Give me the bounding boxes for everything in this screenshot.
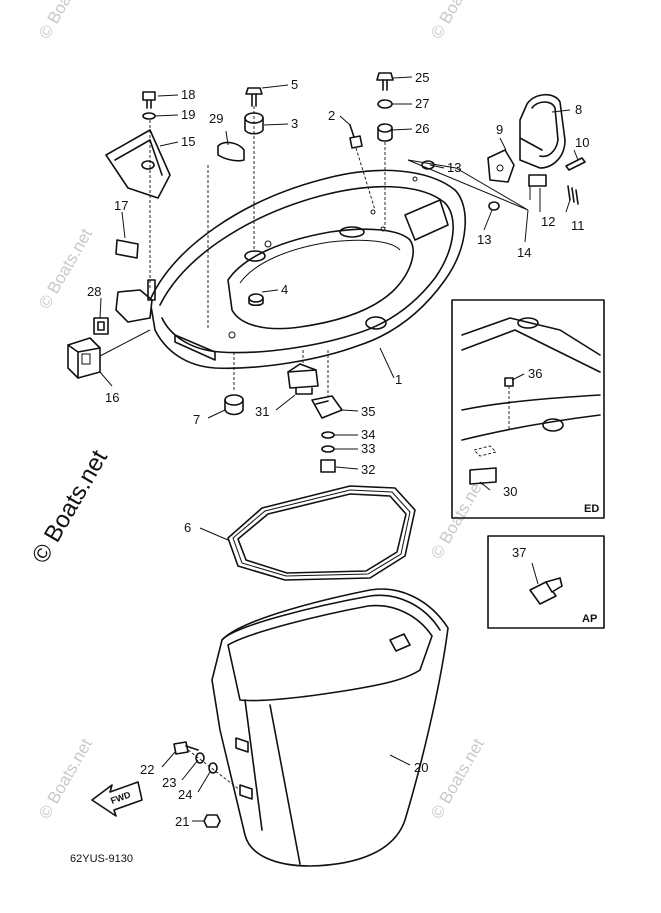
callout-26: 26 xyxy=(415,121,429,136)
part-35-bracket xyxy=(311,395,343,419)
leader-16-link xyxy=(99,329,151,357)
callout-21: 21 xyxy=(175,814,189,829)
inset-ed-label: ED xyxy=(584,503,599,515)
inset-ap-label: AP xyxy=(582,613,597,625)
callout-27: 27 xyxy=(415,96,429,111)
part-13b-grommet xyxy=(488,201,500,211)
callout-35: 35 xyxy=(361,404,375,419)
callout-29: 29 xyxy=(209,111,223,126)
callout-8: 8 xyxy=(575,102,582,117)
callout-23: 23 xyxy=(162,775,176,790)
callout-36: 36 xyxy=(528,366,542,381)
part-9-bracket xyxy=(487,149,515,183)
part-11-spring xyxy=(567,185,579,205)
diagram-code: 62YUS-9130 xyxy=(70,853,133,865)
callout-18: 18 xyxy=(181,87,195,102)
callout-15: 15 xyxy=(181,134,195,149)
part-22-bolt xyxy=(173,741,199,755)
inset-ap: AP xyxy=(487,535,605,629)
callout-19: 19 xyxy=(181,107,195,122)
part-18-bolt xyxy=(142,91,156,109)
callout-20: 20 xyxy=(414,760,428,775)
part-27-washer xyxy=(377,99,393,109)
part-2-pin xyxy=(349,124,363,149)
callout-25: 25 xyxy=(415,70,429,85)
part-16-latch xyxy=(67,337,101,379)
part-8-handle xyxy=(519,93,566,169)
callout-3: 3 xyxy=(291,116,298,131)
callout-13b: 13 xyxy=(477,232,491,247)
callouts: 1 2 3 4 5 6 7 8 9 10 11 12 13 13 14 15 1… xyxy=(87,70,589,829)
callout-2: 2 xyxy=(328,108,335,123)
watermark-bottom-left: © Boats.net xyxy=(35,735,96,822)
callout-33: 33 xyxy=(361,441,375,456)
rear-latch-bracket xyxy=(115,279,156,323)
part-7-grommet xyxy=(224,394,244,416)
part-21-nut xyxy=(203,814,221,828)
callout-9: 9 xyxy=(496,122,503,137)
part-26-grommet xyxy=(377,123,393,142)
leader-2-dash xyxy=(355,147,376,211)
watermark-top-left: © Boats.net xyxy=(35,0,96,42)
part-32-bolt xyxy=(320,459,336,473)
part-5-bolt xyxy=(245,87,263,107)
callout-22: 22 xyxy=(140,762,154,777)
callout-7: 7 xyxy=(193,412,200,427)
part-29-cover xyxy=(217,141,245,162)
part-19-washer xyxy=(142,112,156,120)
callout-14: 14 xyxy=(517,245,531,260)
callout-30: 30 xyxy=(503,484,517,499)
part-34-washer xyxy=(321,431,335,439)
callout-1: 1 xyxy=(395,372,402,387)
callout-17: 17 xyxy=(114,198,128,213)
watermark-bottom-right: © Boats.net xyxy=(427,735,488,822)
linkage-outline xyxy=(407,159,529,211)
part-10-pin xyxy=(565,157,586,171)
leader-22-dash xyxy=(187,749,241,791)
callout-34: 34 xyxy=(361,427,375,442)
part-24-washer xyxy=(208,762,218,774)
part-28-clip xyxy=(93,317,109,335)
part-4-grommet xyxy=(248,293,264,307)
watermark-top-right: © Boats.net xyxy=(427,0,488,42)
callout-32: 32 xyxy=(361,462,375,477)
part-33-washer xyxy=(321,445,335,453)
part-6-seal xyxy=(227,485,416,581)
part-20-bottom-cowling xyxy=(211,588,449,867)
part-31-rubber-seal xyxy=(287,363,319,395)
callout-31: 31 xyxy=(255,404,269,419)
top-cowling xyxy=(149,169,467,370)
callout-12: 12 xyxy=(541,214,555,229)
inset-ed: ED xyxy=(451,299,605,519)
callout-28: 28 xyxy=(87,284,101,299)
callout-4: 4 xyxy=(281,282,288,297)
callout-24: 24 xyxy=(178,787,192,802)
fwd-arrow: FWD xyxy=(91,781,143,817)
leader-lines xyxy=(99,76,579,822)
callout-13a: 13 xyxy=(447,160,461,175)
part-12-pin xyxy=(528,174,547,187)
callout-6: 6 xyxy=(184,520,191,535)
part-15-bracket xyxy=(105,129,171,199)
callout-16: 16 xyxy=(105,390,119,405)
callout-5: 5 xyxy=(291,77,298,92)
callout-11: 11 xyxy=(571,218,585,233)
callout-37: 37 xyxy=(512,545,526,560)
callout-10: 10 xyxy=(575,135,589,150)
leader-31-dash xyxy=(302,350,329,396)
side-watermark: © Boats.net xyxy=(27,445,113,568)
part-17-plate xyxy=(115,239,139,259)
part-25-bolt xyxy=(376,72,394,91)
